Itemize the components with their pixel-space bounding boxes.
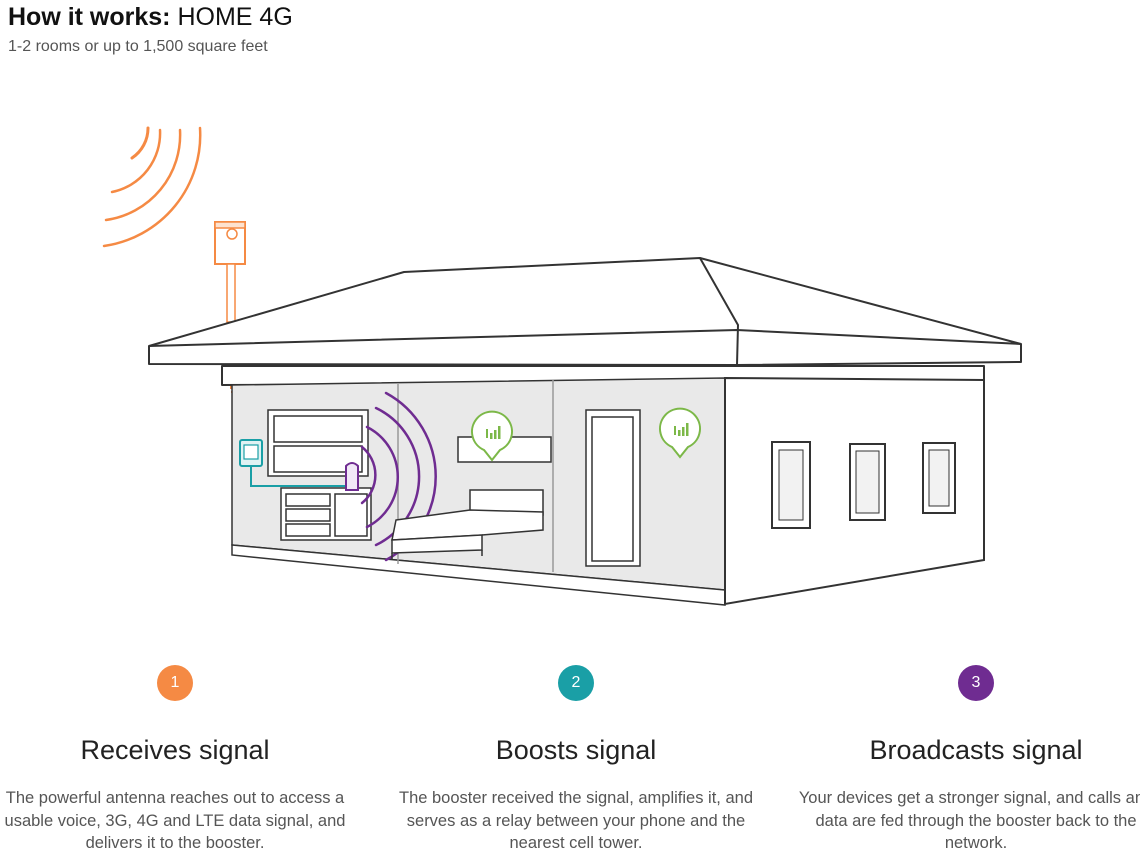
house-roof [148,257,1022,386]
title-bold: How it works: [8,3,171,31]
step-title: Broadcasts signal [869,735,1083,765]
signal-booster-icon [239,439,263,467]
house-diagram [102,126,1022,606]
page-title: How it works: HOME 4G [8,2,293,32]
step-title: Boosts signal [495,735,657,765]
signal-bars-bubble-icon [471,407,701,462]
page-subtitle: 1-2 rooms or up to 1,500 square feet [8,38,268,55]
incoming-signal-waves [102,126,202,248]
booster-cable [250,466,352,487]
step-number-badge: 2 [558,665,594,701]
step-boosts: 2 Boosts signal The booster received the… [396,665,756,855]
indoor-antenna [345,462,359,491]
step-description: Your devices get a stronger signal, and … [798,789,1140,852]
step-description: The booster received the signal, amplifi… [398,789,754,852]
bed [391,489,544,560]
house-exterior-wall [724,376,985,606]
step-number-badge: 1 [157,665,193,701]
title-product: HOME 4G [177,3,293,31]
step-receives: 1 Receives signal The powerful antenna r… [0,665,355,855]
bedroom-door [585,409,641,567]
outdoor-antenna-icon [214,221,246,323]
step-broadcasts: 3 Broadcasts signal Your devices get a s… [796,665,1140,855]
dresser [280,487,372,541]
step-number-badge: 3 [958,665,994,701]
step-title: Receives signal [80,735,270,765]
step-description: The powerful antenna reaches out to acce… [4,789,346,852]
header: How it works: HOME 4G 1-2 rooms or up to… [8,2,293,56]
